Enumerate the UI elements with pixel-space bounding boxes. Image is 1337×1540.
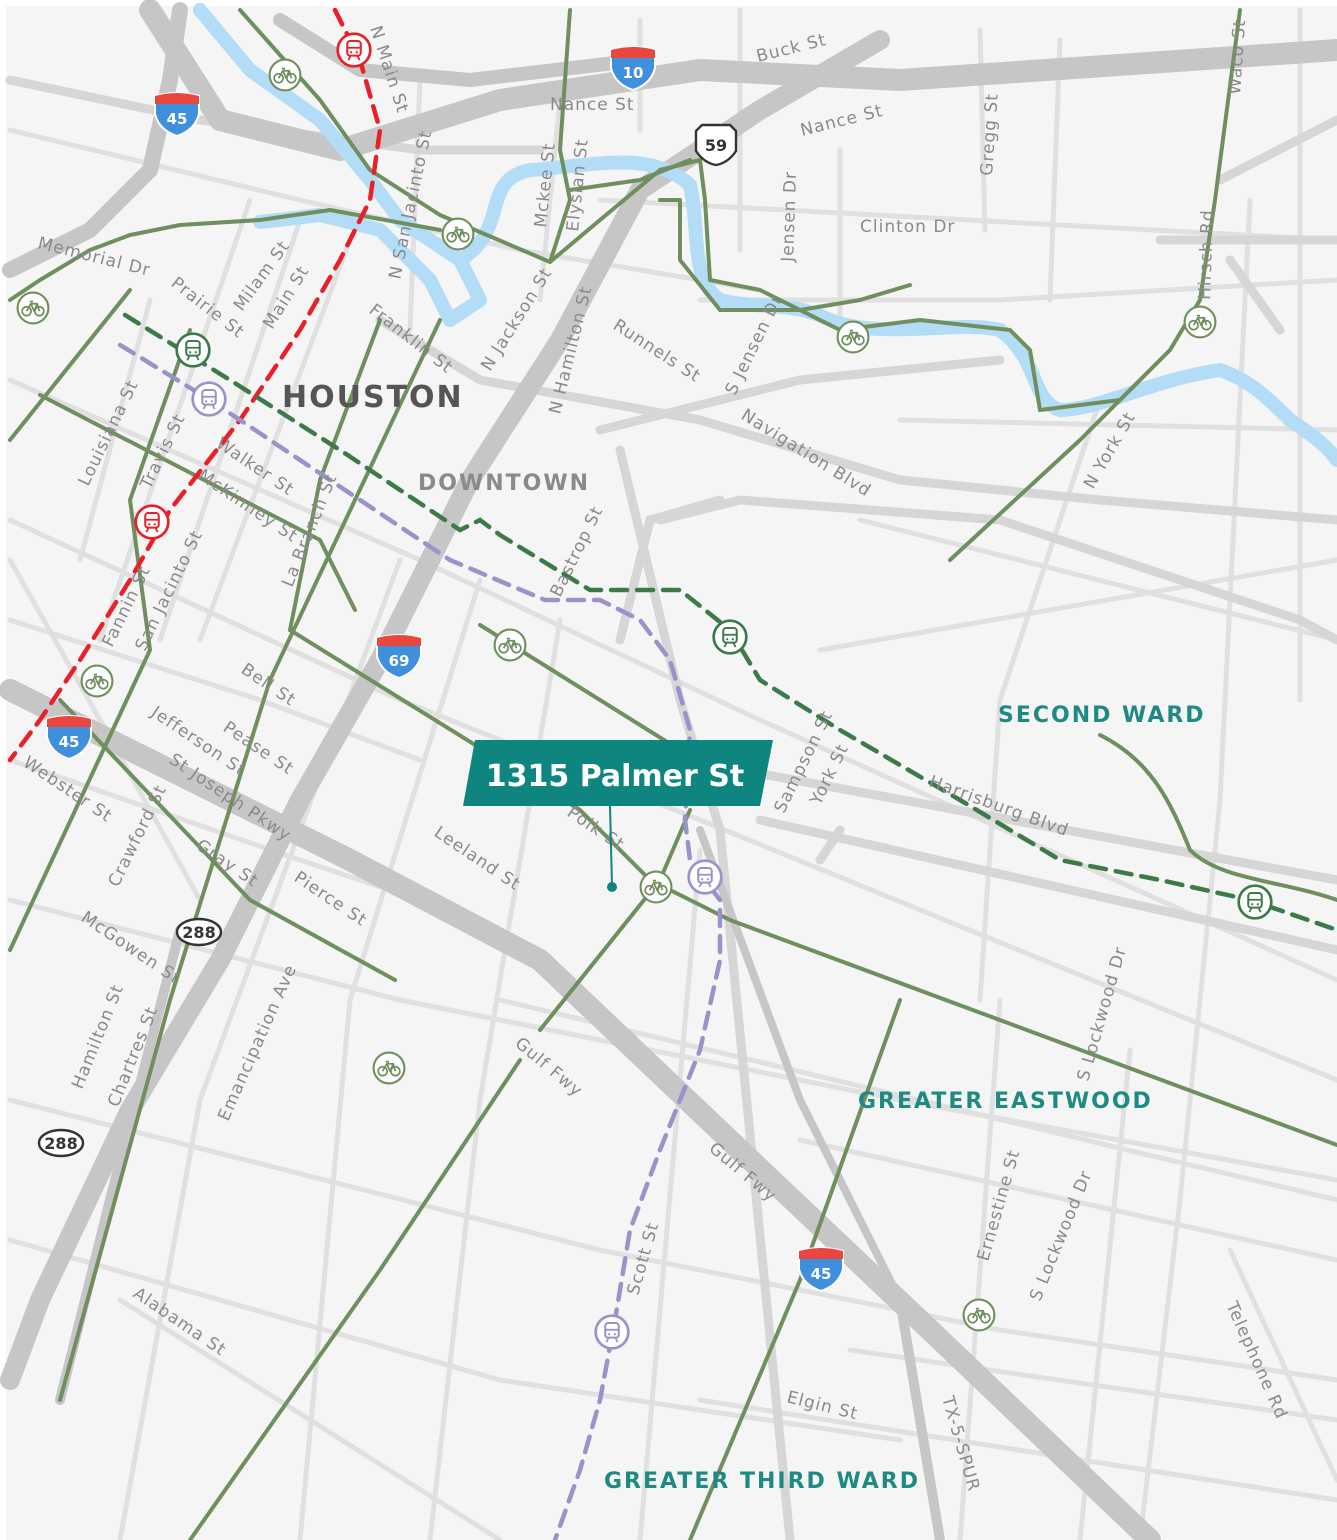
state-highway-shield-288b: 288 bbox=[37, 1128, 85, 1158]
interstate-number: 69 bbox=[389, 652, 410, 670]
us-highway-shield-59: 59 bbox=[694, 123, 738, 167]
us-highway-number: 59 bbox=[705, 136, 727, 155]
address-callout[interactable]: 1315 Palmer St bbox=[463, 740, 773, 892]
callout-address: 1315 Palmer St bbox=[486, 759, 744, 794]
bike-icon bbox=[441, 217, 475, 251]
district-label-second-ward: SECOND WARD bbox=[998, 703, 1206, 728]
state-highway-number: 288 bbox=[182, 923, 215, 942]
interstate-number: 45 bbox=[167, 110, 188, 128]
buffalo-bayou bbox=[193, 3, 1337, 467]
street-label: Clinton Dr bbox=[860, 217, 955, 237]
callout-box bbox=[463, 740, 773, 806]
rail-icon bbox=[712, 619, 748, 655]
bike-icon bbox=[639, 870, 673, 904]
bike-icon bbox=[836, 320, 870, 354]
bike-icon bbox=[268, 58, 302, 92]
rail-icon bbox=[191, 381, 227, 417]
callout-leader bbox=[609, 805, 613, 887]
location-marker[interactable] bbox=[607, 882, 617, 892]
interstate-shield-45b: 45 bbox=[46, 715, 92, 761]
rail-icon bbox=[1237, 884, 1273, 920]
street-label: Nance St bbox=[550, 95, 635, 115]
district-label-greater-eastwood: GREATER EASTWOOD bbox=[858, 1089, 1153, 1114]
bike-icon bbox=[80, 664, 114, 698]
interstate-number: 45 bbox=[811, 1265, 832, 1283]
state-highway-number: 288 bbox=[44, 1134, 77, 1153]
green-rail-line bbox=[122, 312, 1337, 933]
minor-streets bbox=[7, 7, 1337, 1540]
street-label: Hirsch Rd bbox=[1195, 209, 1218, 300]
interstate-shield-45c: 45 bbox=[798, 1247, 844, 1293]
bike-routes bbox=[8, 8, 1337, 1540]
bike-icon bbox=[493, 628, 527, 662]
light-rail-icon bbox=[336, 32, 372, 68]
district-label-downtown: DOWNTOWN bbox=[418, 471, 590, 496]
red-rail-line bbox=[7, 7, 383, 763]
bike-icon bbox=[962, 1298, 996, 1332]
street-label: Jensen Dr bbox=[778, 171, 801, 263]
bike-icon bbox=[1183, 305, 1217, 339]
purple-rail-line bbox=[117, 342, 723, 1540]
rail-icon bbox=[594, 1314, 630, 1350]
interstate-shield-45a: 45 bbox=[154, 92, 200, 138]
rail-icon bbox=[175, 332, 211, 368]
interstate-number: 45 bbox=[59, 733, 80, 751]
light-rail-icon bbox=[134, 504, 170, 540]
interstate-shield-10: 10 bbox=[610, 46, 656, 92]
bike-icon bbox=[372, 1051, 406, 1085]
city-label: HOUSTON bbox=[282, 380, 464, 415]
interstate-shield-69: 69 bbox=[376, 634, 422, 680]
state-highway-shield-288a: 288 bbox=[175, 917, 223, 947]
bike-icon bbox=[16, 291, 50, 325]
interstate-number: 10 bbox=[623, 64, 644, 82]
rail-icon bbox=[687, 859, 723, 895]
district-label-greater-third-ward: GREATER THIRD WARD bbox=[604, 1469, 920, 1494]
